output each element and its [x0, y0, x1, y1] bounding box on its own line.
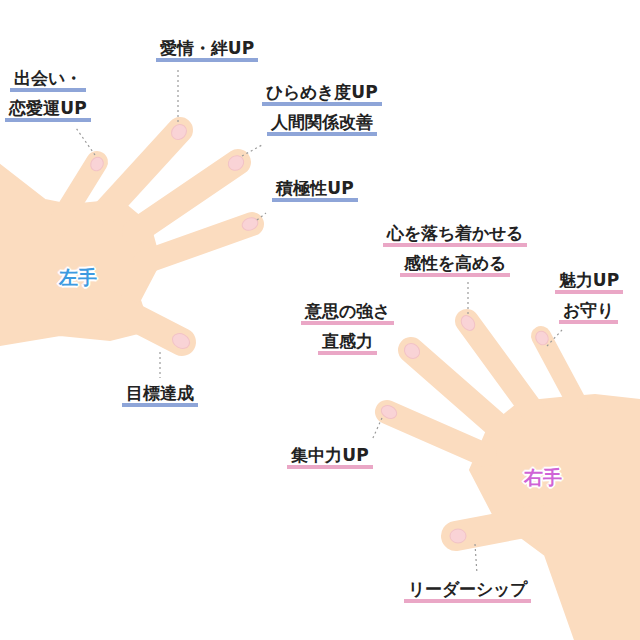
finger-label: 目標達成 [122, 383, 198, 407]
leader-lines [76, 70, 562, 574]
right-hand [387, 321, 640, 640]
finger-label-box: 積極性UP [272, 174, 357, 204]
finger-label: リーダーシップ [404, 579, 531, 603]
finger-label: 集中力UP [287, 445, 372, 469]
finger-label-box: 意思の強さ 直感力 [301, 297, 394, 357]
finger-label: 心を落ち着かせる 感性を高める [383, 223, 527, 277]
finger-label-box: ひらめき度UP 人間関係改善 [262, 78, 381, 138]
hand-name: 左手 [59, 266, 97, 288]
finger-label-box: 愛情・絆UP [156, 34, 258, 64]
hand-name-box: 右手 [524, 461, 562, 494]
finger-label: 愛情・絆UP [156, 38, 258, 62]
hand-name: 右手 [524, 466, 562, 488]
left-hand [0, 130, 252, 345]
finger-label: 魅力UP お守り [555, 270, 623, 324]
finger-label-box: リーダーシップ [404, 575, 531, 605]
finger-label-box: 集中力UP [287, 441, 372, 471]
hand-name-box: 左手 [59, 261, 97, 294]
finger-label-box: 心を落ち着かせる 感性を高める [383, 219, 527, 279]
finger-label-box: 目標達成 [122, 379, 198, 409]
finger-label: 意思の強さ 直感力 [301, 301, 394, 355]
finger-label: ひらめき度UP 人間関係改善 [262, 82, 381, 136]
finger-label: 出会い・ 恋愛運UP [5, 68, 90, 122]
finger-label-box: 出会い・ 恋愛運UP [5, 64, 90, 124]
finger-label: 積極性UP [272, 178, 357, 202]
finger-label-box: 魅力UP お守り [555, 266, 623, 326]
